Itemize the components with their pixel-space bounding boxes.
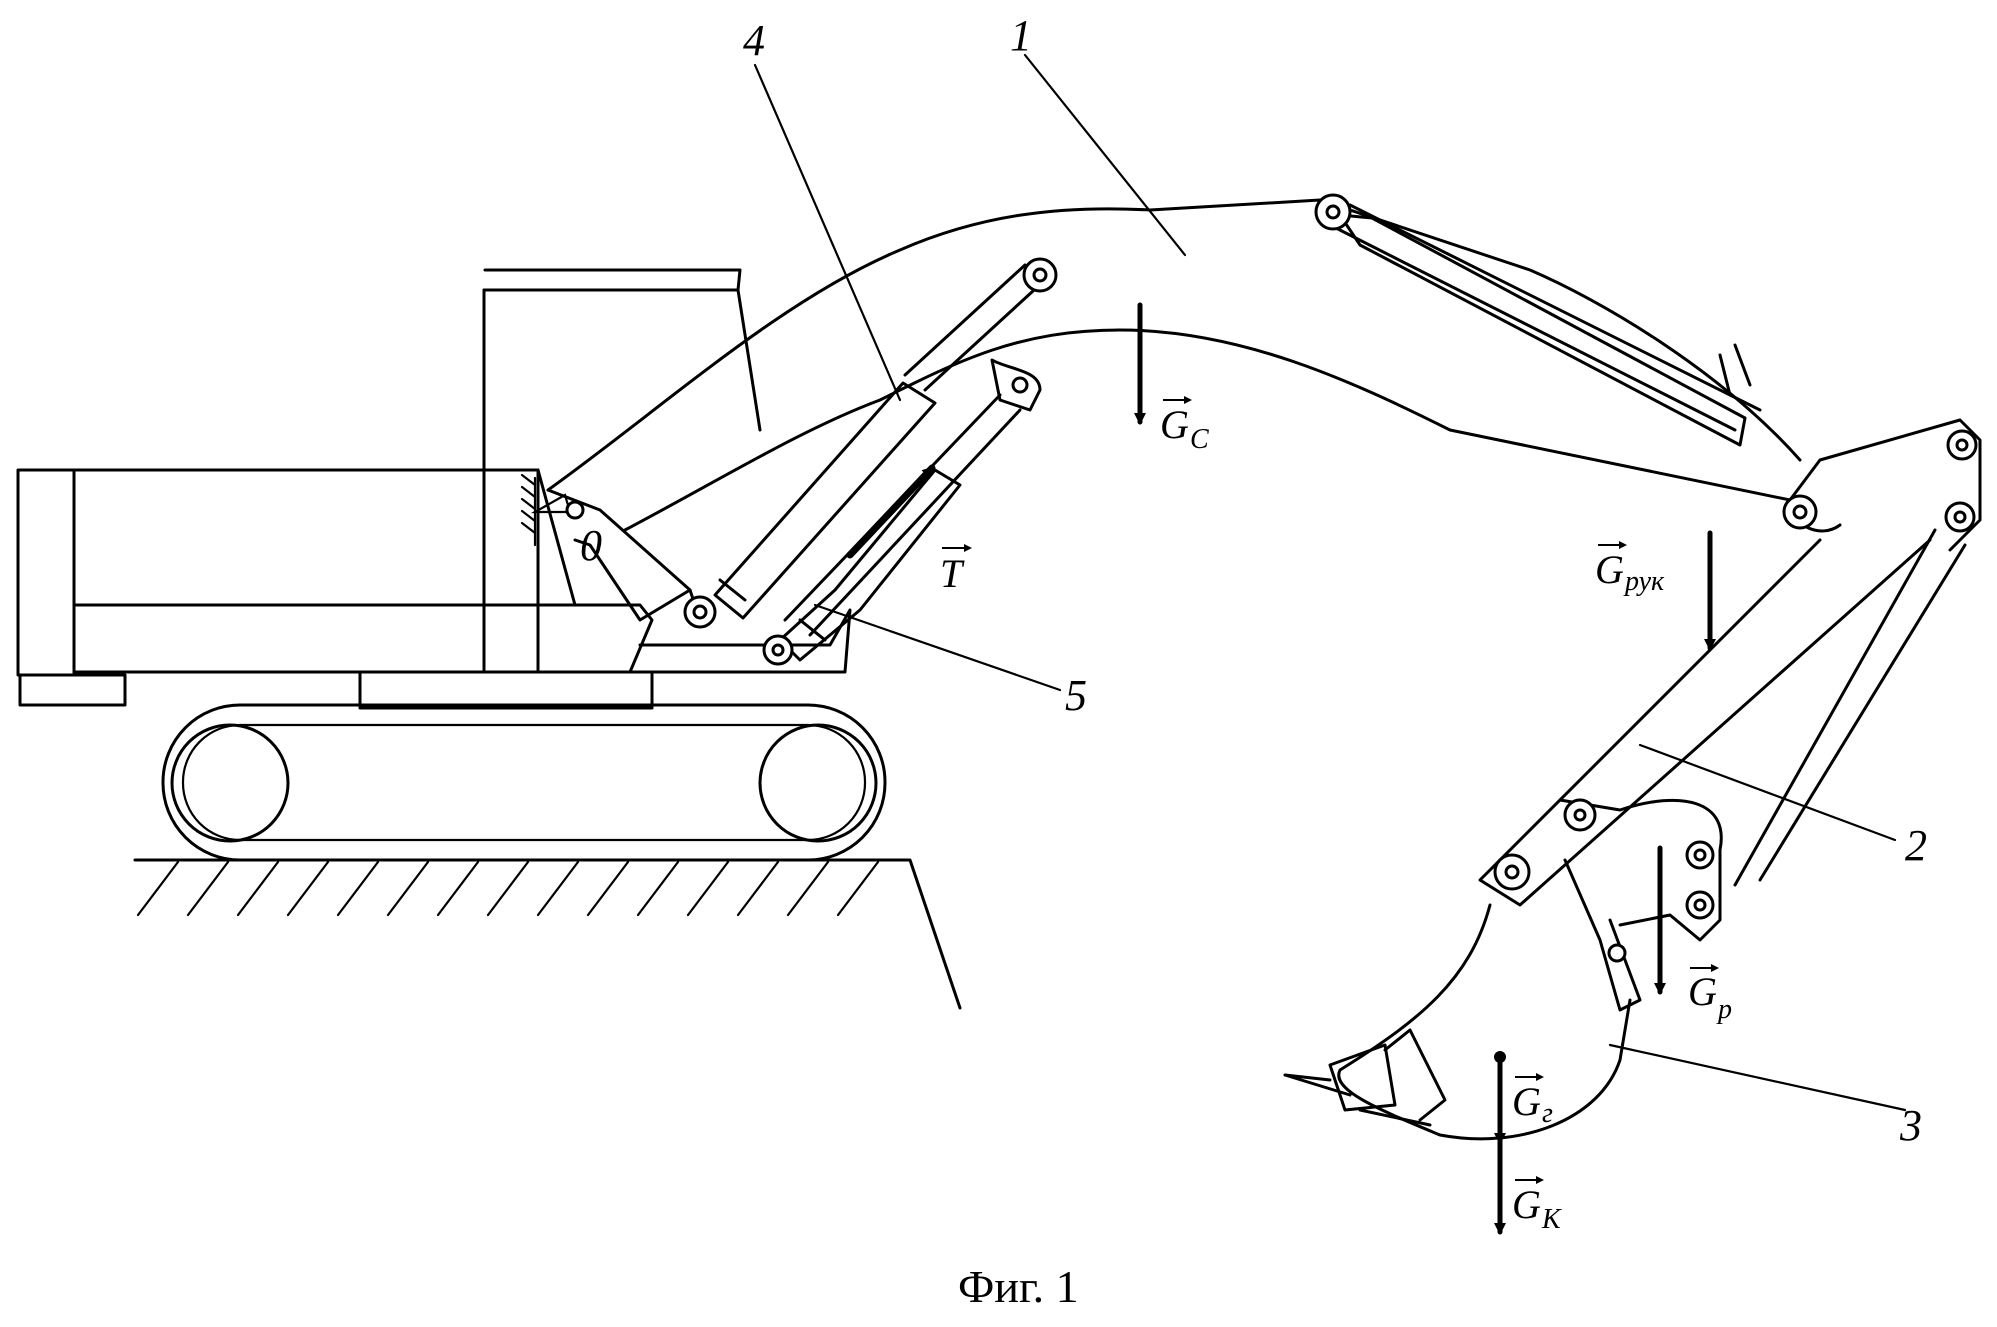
label-Gr: G р bbox=[1688, 964, 1732, 1025]
callout-1: 1 bbox=[1010, 11, 1032, 60]
ground bbox=[133, 858, 962, 1010]
callout-5: 5 bbox=[1065, 671, 1087, 720]
svg-text:C: C bbox=[1190, 424, 1209, 455]
bucket bbox=[1283, 903, 1632, 1141]
svg-text:G: G bbox=[1512, 1182, 1541, 1227]
leader-lines bbox=[753, 53, 1907, 1112]
force-arrows bbox=[846, 302, 1716, 1235]
svg-text:G: G bbox=[1688, 969, 1717, 1014]
bucket-linkage bbox=[1493, 798, 1723, 1012]
boom-pivot bbox=[520, 473, 585, 547]
label-Gk: G К bbox=[1512, 1176, 1562, 1235]
turntable bbox=[358, 670, 654, 710]
svg-text:р: р bbox=[1716, 994, 1732, 1025]
boom bbox=[546, 198, 1802, 622]
thrust-arrow bbox=[846, 464, 936, 559]
callout-4: 4 bbox=[743, 16, 765, 65]
crawler-track bbox=[161, 703, 887, 862]
svg-text:рук: рук bbox=[1623, 566, 1665, 597]
label-Gruk: G рук bbox=[1595, 541, 1665, 597]
svg-text:г: г bbox=[1542, 1098, 1553, 1129]
boom-cylinder bbox=[683, 257, 1058, 629]
svg-text:G: G bbox=[1512, 1079, 1541, 1124]
callout-3: 3 bbox=[1899, 1101, 1922, 1150]
stick bbox=[1478, 418, 1982, 907]
callout-2: 2 bbox=[1905, 821, 1927, 870]
soil-weight-dot bbox=[1494, 1051, 1506, 1063]
svg-text:G: G bbox=[1595, 547, 1624, 592]
svg-text:T: T bbox=[940, 551, 965, 596]
stick-cylinder bbox=[1314, 193, 1762, 447]
pivot-label: 0 bbox=[580, 521, 602, 570]
label-Gc: G C bbox=[1160, 396, 1209, 455]
svg-text:G: G bbox=[1160, 402, 1189, 447]
label-T: T bbox=[940, 544, 972, 596]
machine-house bbox=[16, 268, 852, 707]
svg-text:К: К bbox=[1541, 1204, 1562, 1235]
figure-caption: Фиг. 1 bbox=[958, 1261, 1079, 1312]
label-Gg: G г bbox=[1512, 1073, 1553, 1129]
